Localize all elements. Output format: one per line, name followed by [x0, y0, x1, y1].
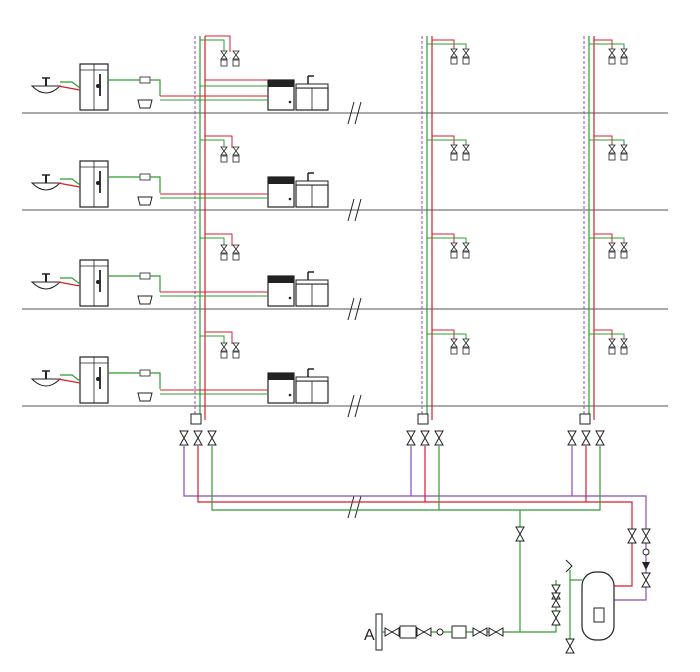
water-heater-tank [570, 571, 615, 641]
water-inlet: A [364, 526, 575, 654]
floor-4 [31, 39, 628, 111]
main-pipes [183, 446, 647, 632]
riser-valves [179, 413, 605, 446]
riser-group-3 [583, 36, 595, 420]
riser-group-1 [194, 35, 240, 420]
floor-3 [31, 135, 628, 208]
inlet-label: A [364, 627, 375, 644]
break-markers [347, 101, 362, 519]
circulation-pump [551, 528, 651, 608]
floor-1 [31, 329, 628, 404]
floor-slabs [22, 112, 668, 407]
riser-group-2 [421, 36, 433, 420]
floor-2 [31, 233, 628, 307]
